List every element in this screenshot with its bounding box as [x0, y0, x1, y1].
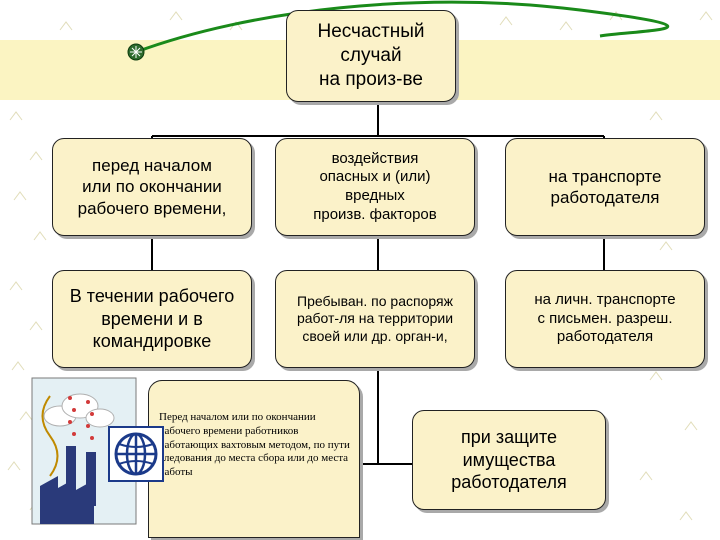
root-box: Несчастный случай на произ-ве [286, 10, 456, 102]
box-line: при защите [461, 427, 557, 448]
box-line: Пребыван. по распоряж [297, 292, 453, 309]
box-before-after-work: перед началом или по окончании рабочего … [52, 138, 252, 236]
box-line: времени и в [101, 308, 203, 329]
box-line: командировке [92, 331, 212, 352]
box-line: имущества [462, 449, 556, 470]
box-employer-transport: на транспорте работодателя [505, 138, 705, 236]
box-line: на личн. транспорте [534, 290, 676, 308]
green-curve [135, 0, 670, 54]
box-line: своей или др. орган-и, [302, 327, 448, 344]
box-hazardous-factors: воздействия опасных и (или) вредных прои… [275, 138, 475, 236]
box-line: работодателя [556, 328, 654, 346]
box-property-protection: при защите имущества работодателя [412, 410, 606, 510]
box-line: опасных и (или) [319, 168, 431, 186]
box-line: воздействия [331, 149, 419, 167]
root-line-1: Несчастный [317, 21, 425, 43]
box-text: Перед началом или по окончании рабочего … [159, 411, 350, 478]
box-line: В течении рабочего [69, 286, 235, 307]
box-work-time-trip: В течении рабочего времени и в командиро… [52, 270, 252, 368]
box-line: с письмен. разреш. [537, 309, 673, 327]
box-line: работ-ля на территории [296, 310, 454, 327]
box-line: перед началом [92, 156, 212, 176]
box-line: работодателя [451, 472, 567, 493]
root-line-2: случай [340, 45, 402, 67]
orb-icon [127, 43, 145, 61]
box-line: или по окончании [82, 177, 222, 197]
box-line: рабочего времени, [77, 198, 227, 218]
box-line: работодателя [550, 188, 660, 207]
box-stay-by-order: Пребыван. по распоряж работ-ля на террит… [275, 270, 475, 368]
globe-icon [108, 426, 164, 482]
box-line: произв. факторов [313, 205, 437, 223]
box-shift-workers: Перед началом или по окончании рабочего … [148, 380, 360, 538]
box-personal-transport: на личн. транспорте с письмен. разреш. р… [505, 270, 705, 368]
root-line-3: на произ-ве [319, 68, 423, 90]
box-line: вредных [345, 187, 405, 204]
box-line: на транспорте [548, 166, 662, 186]
